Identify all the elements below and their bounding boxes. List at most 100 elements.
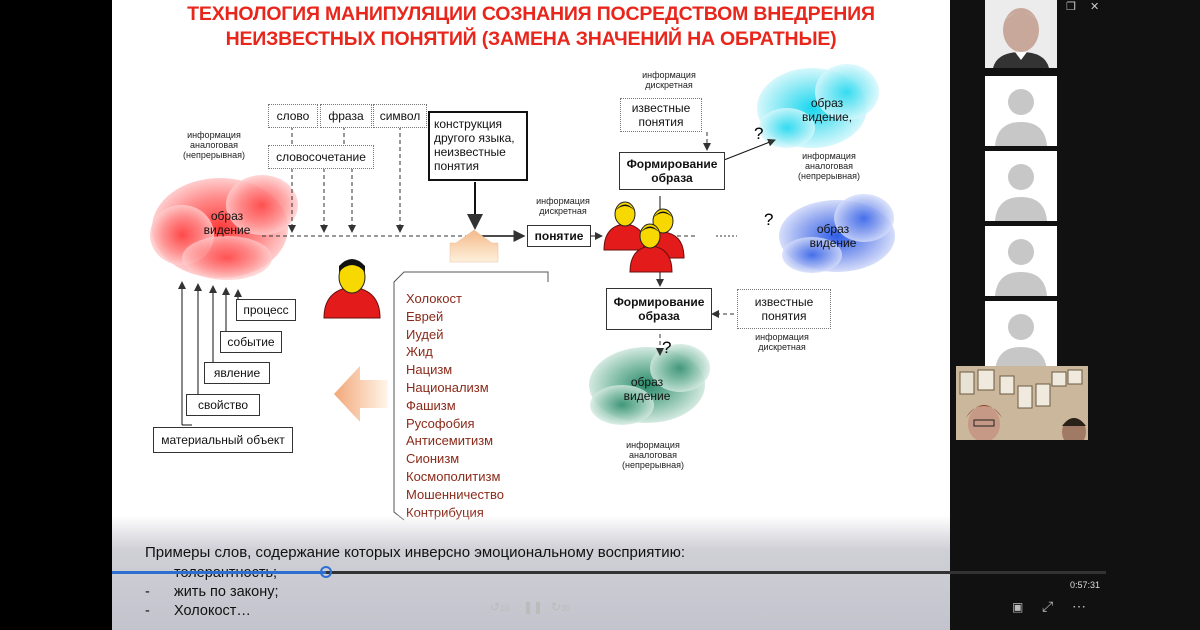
avatar-placeholder-icon <box>985 301 1057 371</box>
info-line: дискретная <box>645 80 693 90</box>
pip-icon: ▣ <box>1012 600 1024 614</box>
known-text: известные понятия <box>632 101 691 129</box>
question-mark-cyan: ? <box>754 124 764 143</box>
info-line: информация <box>536 196 590 206</box>
question-mark-blue: ? <box>764 210 774 229</box>
pip-button[interactable]: ▣ <box>1012 600 1023 614</box>
slide-title-line-1: ТЕХНОЛОГИЯ МАНИПУЛЯЦИИ СОЗНАНИЯ ПОСРЕДСТ… <box>187 3 875 25</box>
fullscreen-icon: ⤢ <box>1042 598 1054 614</box>
up-arrow-shape <box>449 229 499 263</box>
question-mark-green: ? <box>662 338 672 357</box>
ponyatie-box: понятие <box>527 225 591 247</box>
cloud-blue <box>779 194 895 273</box>
known-concepts-top: известные понятия <box>620 98 702 132</box>
seek-bar[interactable] <box>112 566 1106 578</box>
seek-knob[interactable] <box>319 566 332 578</box>
participant-video-tile[interactable] <box>985 0 1057 68</box>
known-text: известные понятия <box>755 295 814 323</box>
info-line: информация <box>642 70 696 80</box>
known-line: известные <box>631 101 691 115</box>
participant-avatar-tile[interactable] <box>985 226 1057 296</box>
term-item: Антисемитизм <box>406 433 494 449</box>
term-item: Национализм <box>406 379 489 395</box>
info-line: информация <box>755 332 809 342</box>
term-item: Нацизм <box>406 362 453 378</box>
person-figure-group <box>603 201 685 273</box>
rewind-seconds-label: 10 <box>500 604 509 613</box>
term-item: Сионизм <box>406 451 460 467</box>
forming-line: образа <box>651 171 693 185</box>
caption-item: - Холокост… <box>145 603 251 619</box>
room-video-scene <box>956 366 1088 440</box>
slide-title: ТЕХНОЛОГИЯ МАНИПУЛЯЦИИ СОЗНАНИЯ ПОСРЕДСТ… <box>112 2 950 52</box>
cloud-cyan <box>757 64 879 148</box>
info-line: информация <box>626 440 680 450</box>
term-item: Русофобия <box>406 415 475 431</box>
ladder-sobytie: событие <box>220 331 282 353</box>
timecode: 0:57:31 <box>1070 580 1101 590</box>
participant-face-photo <box>985 0 1057 68</box>
word-box-simvol: символ <box>373 104 427 128</box>
construct-text: конструкция другого языка, неизвестные п… <box>434 117 515 173</box>
cloud-text: видение, <box>801 110 853 124</box>
known-concepts-right: известные понятия <box>737 289 831 329</box>
info-line: дискретная <box>539 206 587 216</box>
word-box-fraza: фраза <box>320 104 372 128</box>
info-discrete-label-center: информация дискретная <box>524 196 602 216</box>
info-line: (непрерывная) <box>183 150 245 160</box>
construct-line-4: понятия <box>434 159 479 173</box>
info-line: (непрерывная) <box>622 460 684 470</box>
term-item: Еврей <box>406 308 444 324</box>
participant-avatar-tile[interactable] <box>985 151 1057 221</box>
participant-avatar-tile[interactable] <box>985 76 1057 146</box>
cloud-text: видение <box>203 223 251 237</box>
pause-button[interactable]: ❚❚ <box>523 600 543 614</box>
cloud-green <box>589 344 710 425</box>
cloud-red <box>150 175 298 280</box>
info-line: аналоговая <box>805 161 853 171</box>
caption-title: Примеры слов, содержание которых инверсн… <box>145 544 686 561</box>
info-analog-label-green: информация аналоговая (непрерывная) <box>608 440 698 470</box>
cloud-text: образ <box>816 222 850 236</box>
forming-image-box-bottom: Формирование образа <box>606 288 712 330</box>
term-item: Иудей <box>406 326 444 342</box>
construct-line-2: другого языка, <box>434 131 515 145</box>
avatar-placeholder-icon <box>985 76 1057 146</box>
known-line: понятия <box>761 309 807 323</box>
left-arrow-shape <box>334 366 388 422</box>
known-line: понятия <box>638 115 684 129</box>
info-analog-label-left: информация аналоговая (непрерывная) <box>172 130 256 160</box>
forming-text: Формирование образа <box>614 295 705 323</box>
forward-icon: ↻ <box>551 600 562 614</box>
cloud-text: образ <box>630 375 664 389</box>
forming-line: Формирование <box>613 295 705 309</box>
info-line: (непрерывная) <box>798 171 860 181</box>
avatar-placeholder-icon <box>985 151 1057 221</box>
forming-line: Формирование <box>626 157 718 171</box>
ladder-yavlenie: явление <box>204 362 270 384</box>
cloud-cyan-label: образ видение, <box>792 96 862 124</box>
forming-image-box-top: Формирование образа <box>619 152 725 190</box>
word-box-slovosochetanie: словосочетание <box>268 145 374 169</box>
close-icon[interactable]: ✕ <box>1090 1 1100 13</box>
rewind-10-button[interactable]: ↺10 <box>490 600 509 614</box>
forward-seconds-label: 30 <box>561 604 570 613</box>
more-icon: ⋯ <box>1072 598 1086 614</box>
restore-icon[interactable]: ❐ <box>1066 1 1076 13</box>
forming-line: образа <box>638 309 680 323</box>
construct-line-1: конструкция <box>434 117 503 131</box>
term-item: Космополитизм <box>406 468 501 484</box>
word-box-slovo: слово <box>268 104 318 128</box>
cloud-text: видение <box>809 236 857 250</box>
forward-30-button[interactable]: ↻30 <box>551 600 570 614</box>
info-line: информация <box>802 151 856 161</box>
participant-room-video[interactable] <box>956 366 1088 440</box>
participant-avatar-tile[interactable] <box>985 301 1057 371</box>
construct-box: конструкция другого языка, неизвестные п… <box>428 111 528 181</box>
more-options-button[interactable]: ⋯ <box>1072 598 1086 615</box>
cloud-red-label: образ видение <box>192 209 262 237</box>
ladder-process: процесс <box>236 299 296 321</box>
forming-text: Формирование образа <box>627 157 718 185</box>
fullscreen-button[interactable]: ⤢ <box>1042 598 1053 615</box>
cloud-text: образ <box>210 209 244 223</box>
